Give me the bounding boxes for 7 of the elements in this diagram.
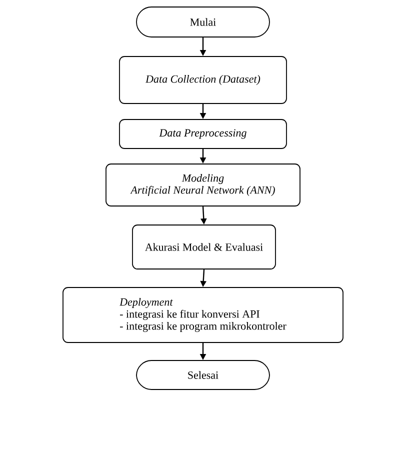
process-box: Akurasi Model & Evaluasi bbox=[132, 224, 276, 270]
process-box: Data Preprocessing bbox=[119, 119, 287, 149]
process-box: Deployment - integrasi ke fitur konversi API - integrasi ke program mikrokontroler bbox=[62, 287, 344, 343]
terminal-box: Mulai bbox=[136, 6, 270, 38]
process-box: Modeling Artificial Neural Network (ANN) bbox=[106, 164, 300, 206]
process-box: Data Collection (Dataset) bbox=[119, 56, 287, 104]
terminal-box: Selesai bbox=[136, 360, 270, 390]
